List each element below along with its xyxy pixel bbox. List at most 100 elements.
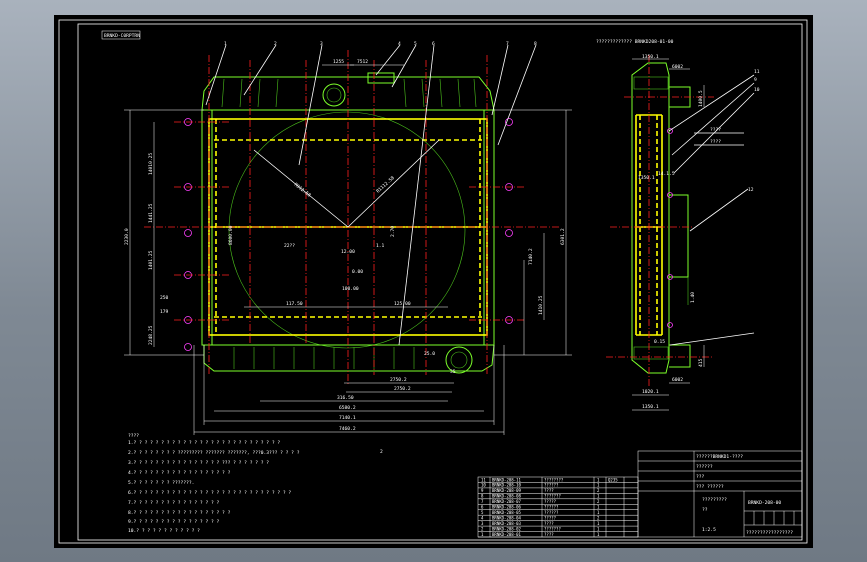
bottom-tank-ribs <box>233 347 415 369</box>
title-tag-box <box>101 30 141 40</box>
bom-cell-name: ???? <box>544 532 554 537</box>
bom-cell-no: 2 <box>481 526 484 531</box>
balloon-3: 3 <box>320 41 323 47</box>
bom-cell-no: 9 <box>481 488 484 493</box>
bom-cell-no: 1 <box>481 532 484 537</box>
side-balloon-12: 12 <box>748 187 754 193</box>
bom-cell-name: ??????? <box>544 494 561 499</box>
side-top-w: 1350.1 <box>642 54 659 60</box>
balloon-1: 1 <box>224 41 227 47</box>
side-bracket <box>669 194 689 278</box>
inlet-pipe-inner <box>326 87 342 103</box>
title-tag: BRNKD-C0RPTRN <box>104 33 140 39</box>
bom-cell-no: 8 <box>481 494 484 499</box>
side-top-sub: 6002 <box>672 64 683 70</box>
note-2: 2.? ? ? ? ? ? ? ? ????????? ??????? ????… <box>128 450 300 456</box>
dim-left-b: 1441.25 <box>148 203 154 223</box>
tb-mid-1: ??? <box>696 474 705 480</box>
top-tank-ribs <box>221 78 477 108</box>
bom-cell-name: ?????? <box>544 510 559 515</box>
note-1: 1.? ? ? ? ? ? ? ? ? ? ? ? ? ? ? ? ? ? ? … <box>128 440 280 446</box>
side-mid-b: 14.1.5 <box>658 171 675 177</box>
dim-flange: 35 <box>450 369 456 375</box>
note-3: 3.? ? ? ? ? ? ? ? ? ? ? ? ? ? ? ? ??? ? … <box>128 460 269 466</box>
bom-cell-no: 3 <box>481 521 484 526</box>
dim-left-vert: 2230.0 <box>124 228 130 245</box>
side-note-2: ???? <box>710 139 721 145</box>
side-title: ????????????? BRNKD208-01-00 <box>596 39 674 45</box>
center-mark-2: 1.1 <box>376 243 385 249</box>
side-bottom-flange <box>633 346 669 360</box>
side-balloon-9: 9 <box>754 77 757 83</box>
side-mid-a: 1350.1 <box>638 175 655 181</box>
filler-neck <box>367 72 395 84</box>
dim-diag-left: R912.58 <box>293 182 312 199</box>
bom-cell-qty: 2 <box>597 488 600 493</box>
bom-cell-qty: 1 <box>597 510 600 515</box>
inlet-pipe <box>322 83 346 107</box>
dim-bottom-2: 2750.2 <box>394 386 411 392</box>
bottom-tank <box>203 344 495 372</box>
dim-center-bot: 100.00 <box>342 286 359 292</box>
bom-cell-code: BRNKD-208-08 <box>492 494 521 499</box>
side-bot-r: 0.15 <box>654 339 665 345</box>
tb-scale: 1:2.5 <box>702 527 716 533</box>
side-right-a: 1400.5 <box>698 90 704 107</box>
bom-cell-qty: 2 <box>597 515 600 520</box>
bom-cell-qty: 1 <box>597 505 600 510</box>
tb-company: ????????? <box>702 497 727 503</box>
bom-cell-qty: 1 <box>597 521 600 526</box>
dim-bottom-4: 6580.2 <box>339 405 356 411</box>
side-note-1: ???? <box>710 127 721 133</box>
bom-cell-name: ????? <box>544 499 557 504</box>
bom-cell-code: BRNKD-208-01 <box>492 532 521 537</box>
balloon-5: 5 <box>414 41 417 47</box>
note-4: 4.? ? ? ? ? ? ? ? ? ? ? ? ? ? ? ? ? ? <box>128 470 231 476</box>
side-mid-c: 1.40 <box>690 292 696 303</box>
top-dim-1: 1255 <box>333 59 344 65</box>
bom-cell-code: BRNKD-208-11 <box>492 477 521 482</box>
side-bottom-pipe <box>669 344 691 368</box>
center-mark-4: 12.00 <box>341 249 355 255</box>
side-bot-w: 1020.1 <box>642 389 659 395</box>
bom-cell-name: ???? <box>544 521 554 526</box>
bom-cell-no: 6 <box>481 505 484 510</box>
bom-cell-name: ??????? <box>544 526 561 531</box>
fan-shroud-circle <box>228 111 466 349</box>
balloon-4: 4 <box>398 41 401 47</box>
bom-cell-qty: 1 <box>597 494 600 499</box>
front-view: 1 2 3 4 5 6 7 8 1255 7512 2230.0 14010.2… <box>124 41 572 435</box>
bom-cell-no: 5 <box>481 510 484 515</box>
outlet-pipe-inner <box>450 351 468 369</box>
tb-sheet: ????????????????? <box>746 530 793 536</box>
balloon-7: 7 <box>506 41 509 47</box>
side-bot-small: 415 <box>698 358 704 367</box>
dim-bottom-1: 2750.2 <box>390 377 407 383</box>
bom-cell-qty: 1 <box>597 477 600 482</box>
center-mark-1: 22?? <box>284 243 295 249</box>
dim-center-v2: 2.70 <box>390 226 396 237</box>
outlet-pipe <box>445 346 473 374</box>
outer-frame <box>58 19 808 544</box>
dim-center-h-right: 125.00 <box>394 301 411 307</box>
bom-cell-code: BRNKD-208-02 <box>492 526 521 531</box>
dim-left-d: 2248.25 <box>148 325 154 345</box>
note-6: 6.? ? ? ? ? ? ? ? ? ? ? ? ? ? ? ? ? ? ? … <box>128 490 291 496</box>
bom-cell-name: ?????? <box>544 505 559 510</box>
dim-bottom-3: 316.50 <box>337 395 354 401</box>
cad-viewport[interactable]: BRNKD-C0RPTRN <box>54 15 813 548</box>
bom-cell-code: BRNKD-208-10 <box>492 483 521 488</box>
title-block: ??????BRNKD1-???? ?????? ??? ??? ?????? … <box>637 450 803 538</box>
inner-frame <box>77 23 803 541</box>
dim-left-f: 179 <box>160 309 169 315</box>
tb-top-right-2: ?????? <box>696 464 713 470</box>
bom-cell-qty: 1 <box>597 526 600 531</box>
bom-cell-qty: 2 <box>597 499 600 504</box>
dim-left-c: 1401.25 <box>148 250 154 270</box>
note-5: 5.? ? ? ? ? ? ? ???????. <box>128 480 194 486</box>
top-tank <box>201 76 495 111</box>
note-7: 7.? ? ? ? ? ? ? ? ? ? ? ? ? ? ? ? <box>128 500 220 506</box>
dim-bottom-6: 7460.2 <box>339 426 356 432</box>
side-view: ????????????? BRNKD208-01-00 <box>596 39 760 411</box>
